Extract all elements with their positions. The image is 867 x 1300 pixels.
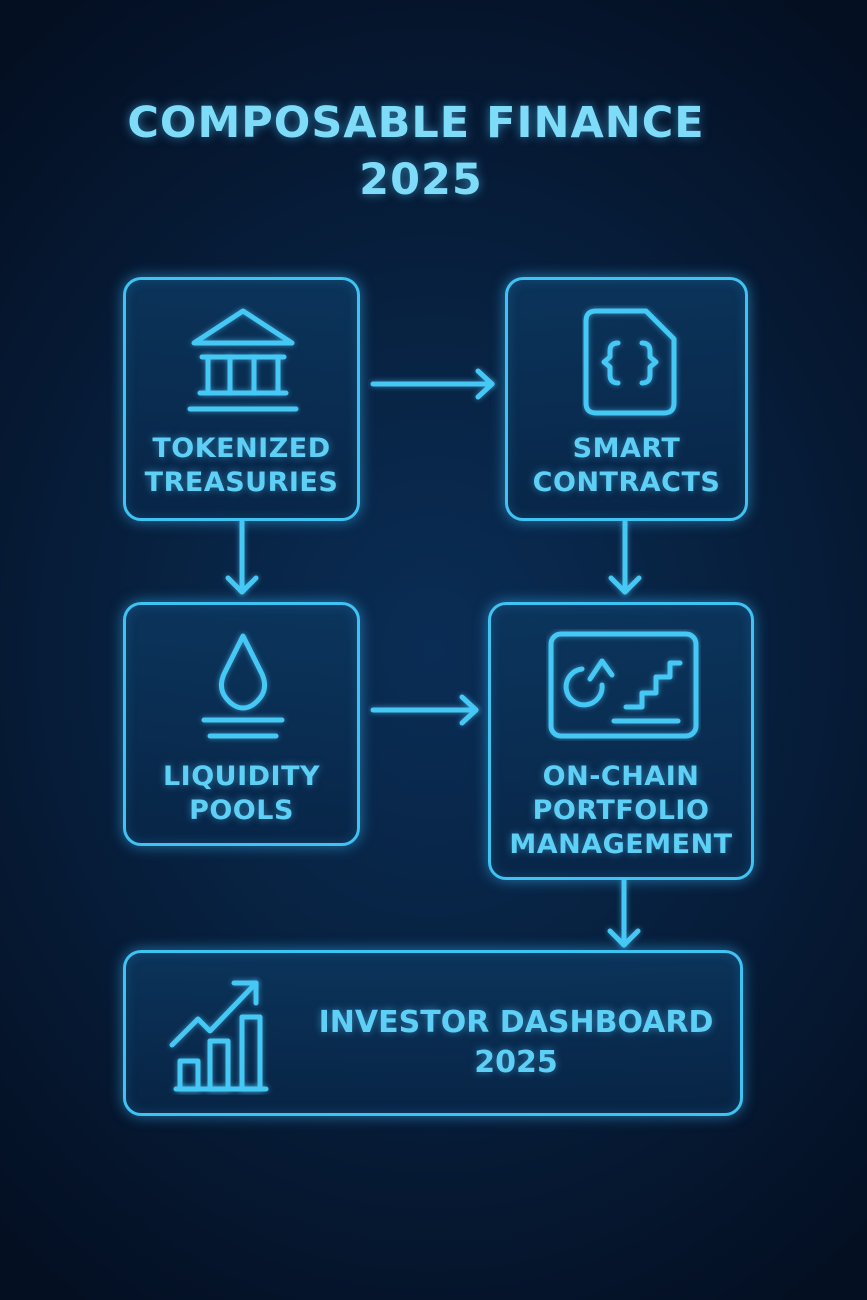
node-label-line: PORTFOLIO xyxy=(532,795,710,826)
node-label-line: MANAGEMENT xyxy=(509,829,733,860)
node-label-line: TREASURIES xyxy=(144,467,339,498)
node-label-line: POOLS xyxy=(189,795,294,826)
bank-icon xyxy=(187,308,299,412)
arrow-portfolio-to-dashboard xyxy=(607,879,641,948)
water-drop-icon xyxy=(201,633,285,739)
growth-chart-icon xyxy=(169,980,269,1092)
node-investor-dashboard: INVESTOR DASHBOARD 2025 xyxy=(123,950,743,1116)
arrow-pools-to-portfolio xyxy=(370,694,479,726)
node-label-line: INVESTOR DASHBOARD xyxy=(318,1005,714,1040)
arrow-treasuries-to-contracts xyxy=(370,368,495,400)
arrow-contracts-to-portfolio xyxy=(608,520,642,595)
node-smart-contracts: SMART CONTRACTS xyxy=(505,277,748,521)
node-label-line: ON-CHAIN xyxy=(542,761,700,792)
title-line-2: 2025 xyxy=(359,155,483,205)
title-line-1: COMPOSABLE FINANCE xyxy=(127,98,705,148)
arrow-treasuries-to-pools xyxy=(225,520,259,595)
node-tokenized-treasuries: TOKENIZED TREASURIES xyxy=(123,277,360,521)
portfolio-chart-icon xyxy=(548,631,699,739)
code-document-icon xyxy=(583,308,677,416)
node-label-line: CONTRACTS xyxy=(532,467,721,498)
node-liquidity-pools: LIQUIDITY POOLS xyxy=(123,602,360,846)
node-label-line: TOKENIZED xyxy=(152,433,331,464)
node-label-line: SMART xyxy=(572,433,681,464)
node-label-line: LIQUIDITY xyxy=(162,761,321,792)
node-label-line: 2025 xyxy=(474,1045,558,1080)
node-on-chain-portfolio-management: ON-CHAIN PORTFOLIO MANAGEMENT xyxy=(488,602,754,880)
